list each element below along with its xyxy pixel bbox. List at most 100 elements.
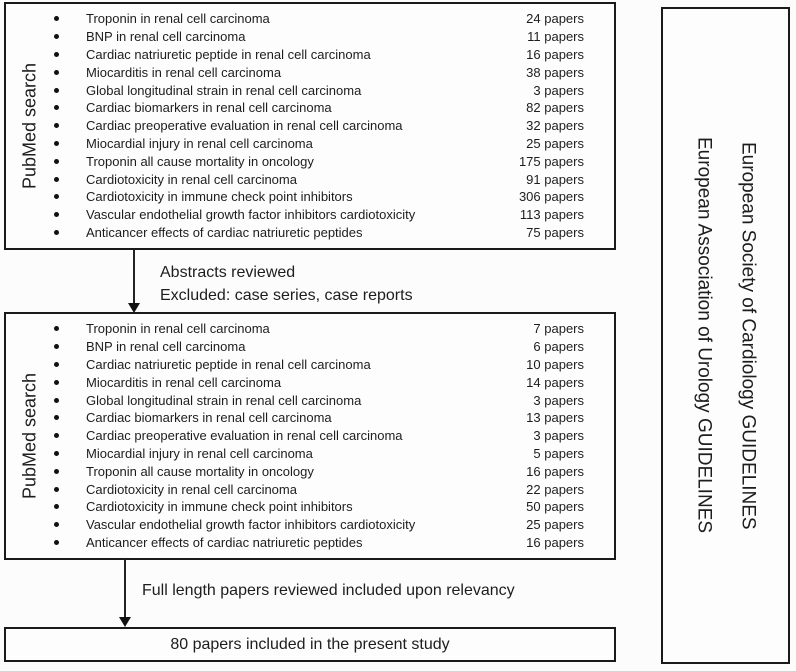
bullet-icon [54, 176, 59, 182]
search-term-list: Troponin in renal cell carcinoma 7 papers… [6, 320, 614, 551]
search-term: Cardiac preoperative evaluation in renal… [86, 118, 403, 134]
paper-count: 306 papers [518, 189, 584, 205]
paper-count: 82 papers [526, 100, 584, 116]
paper-count: 13 papers [526, 410, 584, 426]
paper-count: 3 papers [533, 82, 584, 98]
paper-count: 50 papers [526, 499, 584, 515]
search-list-item: Troponin all cause mortality in oncology… [6, 462, 614, 480]
bullet-icon [54, 51, 59, 57]
bullet-icon [54, 415, 59, 421]
paper-count: 24 papers [526, 11, 584, 27]
paper-count: 7 papers [533, 321, 584, 337]
search-list-item: Cardiac preoperative evaluation in renal… [6, 427, 614, 445]
search-list-item: BNP in renal cell carcinoma 11 papers [6, 28, 614, 46]
search-term: BNP in renal cell carcinoma [86, 29, 246, 45]
paper-count: 3 papers [533, 392, 584, 408]
bullet-icon [54, 16, 59, 22]
bullet-icon [54, 522, 59, 528]
bullet-icon [54, 158, 59, 164]
search-list-item: Miocardial injury in renal cell carcinom… [6, 445, 614, 463]
bullet-icon [54, 504, 59, 510]
search-box-after-review: PubMed search Troponin in renal cell car… [4, 312, 616, 560]
search-list-item: Cardiotoxicity in immune check point inh… [6, 498, 614, 516]
search-term: BNP in renal cell carcinoma [86, 339, 246, 355]
search-term: Cardiotoxicity in renal cell carcinoma [86, 481, 297, 497]
bullet-icon [54, 194, 59, 200]
guidelines-text-block: European Society of Cardiology GUIDELINE… [682, 9, 770, 662]
paper-count: 10 papers [526, 356, 584, 372]
search-list-item: Vascular endothelial growth factor inhib… [6, 516, 614, 534]
search-term: Global longitudinal strain in renal cell… [86, 82, 362, 98]
search-term: Miocardial injury in renal cell carcinom… [86, 445, 313, 461]
bullet-icon [54, 69, 59, 75]
search-list-item: Cardiac biomarkers in renal cell carcino… [6, 409, 614, 427]
search-list-item: Cardiotoxicity in immune check point inh… [6, 188, 614, 206]
search-term: Cardiac preoperative evaluation in renal… [86, 428, 403, 444]
paper-count: 11 papers [527, 29, 584, 45]
bullet-icon [54, 379, 59, 385]
arrow-line [133, 250, 135, 305]
paper-count: 14 papers [526, 374, 584, 390]
search-list-item: Troponin all cause mortality in oncology… [6, 152, 614, 170]
search-term: Anticancer effects of cardiac natriureti… [86, 534, 363, 550]
search-list-item: Global longitudinal strain in renal cell… [6, 81, 614, 99]
search-term: Troponin in renal cell carcinoma [86, 321, 270, 337]
abstracts-reviewed-note: Abstracts reviewed Excluded: case series… [160, 261, 413, 307]
search-list-item: Global longitudinal strain in renal cell… [6, 391, 614, 409]
search-list-item: Anticancer effects of cardiac natriureti… [6, 224, 614, 242]
arrow-head-icon [119, 617, 131, 627]
paper-count: 25 papers [526, 135, 584, 151]
search-list-item: Anticancer effects of cardiac natriureti… [6, 534, 614, 552]
search-term: Troponin all cause mortality in oncology [86, 463, 314, 479]
paper-count: 5 papers [533, 445, 584, 461]
search-term: Miocardial injury in renal cell carcinom… [86, 135, 313, 151]
search-list-item: Vascular endothelial growth factor inhib… [6, 206, 614, 224]
down-arrow-second [118, 559, 132, 627]
paper-count: 6 papers [533, 339, 584, 355]
search-term: Cardiac natriuretic peptide in renal cel… [86, 356, 371, 372]
bullet-icon [54, 539, 59, 545]
search-list-item: Troponin in renal cell carcinoma 7 papers [6, 320, 614, 338]
bullet-icon [54, 105, 59, 111]
search-term: Miocarditis in renal cell carcinoma [86, 64, 282, 80]
excluded-criteria-text: Excluded: case series, case reports [160, 287, 413, 304]
paper-count: 91 papers [526, 171, 584, 187]
paper-count: 22 papers [526, 481, 584, 497]
esc-guidelines-text: European Society of Cardiology GUIDELINE… [737, 141, 759, 530]
paper-count: 16 papers [526, 534, 584, 550]
search-list-item: Cardiac natriuretic peptide in renal cel… [6, 356, 614, 374]
search-term: Cardiac biomarkers in renal cell carcino… [86, 410, 332, 426]
arrow-head-icon [128, 303, 140, 313]
bullet-icon [54, 87, 59, 93]
search-list-item: BNP in renal cell carcinoma 6 papers [6, 338, 614, 356]
bullet-icon [54, 486, 59, 492]
search-term: Cardiac natriuretic peptide in renal cel… [86, 46, 371, 62]
abstracts-reviewed-text: Abstracts reviewed [160, 264, 296, 281]
search-box-initial: PubMed search Troponin in renal cell car… [4, 2, 616, 250]
search-list-item: Cardiac biomarkers in renal cell carcino… [6, 99, 614, 117]
paper-count: 3 papers [533, 428, 584, 444]
bullet-icon [54, 433, 59, 439]
paper-count: 38 papers [526, 64, 584, 80]
search-term: Anticancer effects of cardiac natriureti… [86, 224, 363, 240]
down-arrow-first [127, 250, 141, 313]
search-term: Miocarditis in renal cell carcinoma [86, 374, 282, 390]
bullet-icon [54, 397, 59, 403]
search-list-item: Cardiac natriuretic peptide in renal cel… [6, 46, 614, 64]
search-term: Cardiotoxicity in immune check point inh… [86, 189, 353, 205]
paper-count: 75 papers [526, 224, 584, 240]
arrow-line [124, 559, 126, 619]
paper-count: 32 papers [526, 118, 584, 134]
paper-count: 16 papers [526, 463, 584, 479]
search-list-item: Miocarditis in renal cell carcinoma 38 pa… [6, 63, 614, 81]
bullet-icon [54, 468, 59, 474]
search-term: Cardiotoxicity in renal cell carcinoma [86, 171, 297, 187]
search-list-item: Cardiac preoperative evaluation in renal… [6, 117, 614, 135]
bullet-icon [54, 123, 59, 129]
bullet-icon [54, 344, 59, 350]
search-term: Vascular endothelial growth factor inhib… [86, 207, 416, 223]
search-term: Cardiotoxicity in immune check point inh… [86, 499, 353, 515]
